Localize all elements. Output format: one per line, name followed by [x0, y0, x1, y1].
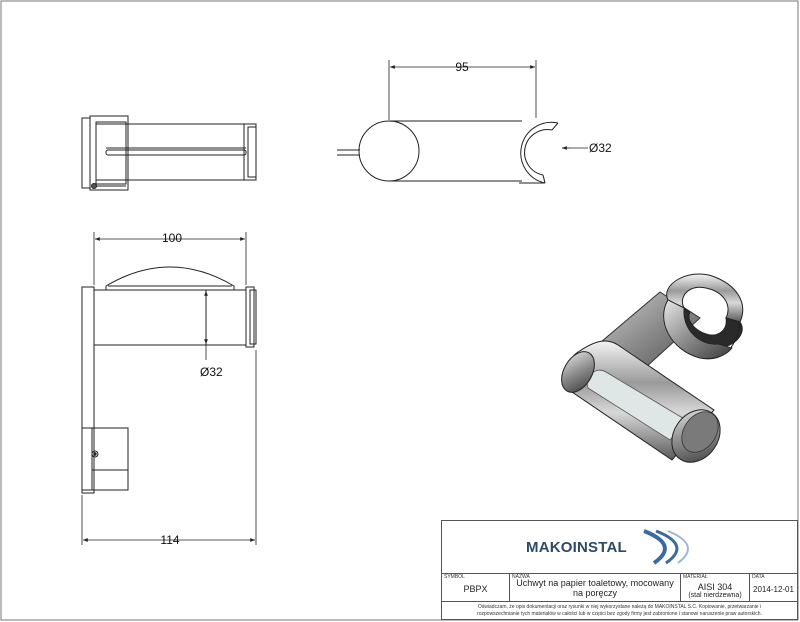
date-cell: DATA 2014-12-01	[750, 573, 797, 601]
title-block: MAKOINSTAL SYMBOL PBPX NAZWA Uchwyt na p…	[441, 520, 798, 620]
side-view-top	[81, 115, 257, 191]
copyright-notice: Oświadczam, że opis dokumentacji oraz ry…	[442, 601, 797, 619]
logo-swoosh-icon	[643, 529, 689, 565]
symbol-value: PBPX	[463, 584, 488, 594]
dimension-95	[388, 60, 537, 120]
product-3d-render	[561, 273, 744, 463]
main-side-view	[81, 266, 257, 494]
dimension-114	[81, 350, 257, 545]
name-line2: na poręczy	[572, 588, 618, 598]
dim-label-114: 114	[160, 533, 179, 547]
material-value: AISI 304	[697, 582, 733, 592]
name-line1: Uchwyt na papier toaletowy, mocowany	[516, 578, 674, 588]
dim-label-diameter-side: Ø32	[200, 365, 223, 379]
name-cell: NAZWA Uchwyt na papier toaletowy, mocowa…	[510, 573, 681, 601]
front-view	[337, 120, 559, 184]
dim-label-100: 100	[162, 231, 182, 245]
company-name: MAKOINSTAL	[526, 539, 627, 556]
date-value: 2014-12-01	[753, 585, 794, 594]
dim-label-95: 95	[455, 60, 469, 74]
dim-label-diameter-top: Ø32	[589, 141, 612, 155]
material-cell: MATERIAŁ AISI 304 (stal nierdzewna)	[681, 573, 750, 601]
company-logo: MAKOINSTAL	[442, 521, 797, 574]
material-note: (stal nierdzewna)	[688, 592, 742, 599]
symbol-cell: SYMBOL PBPX	[442, 573, 510, 601]
dimension-100	[93, 232, 247, 285]
